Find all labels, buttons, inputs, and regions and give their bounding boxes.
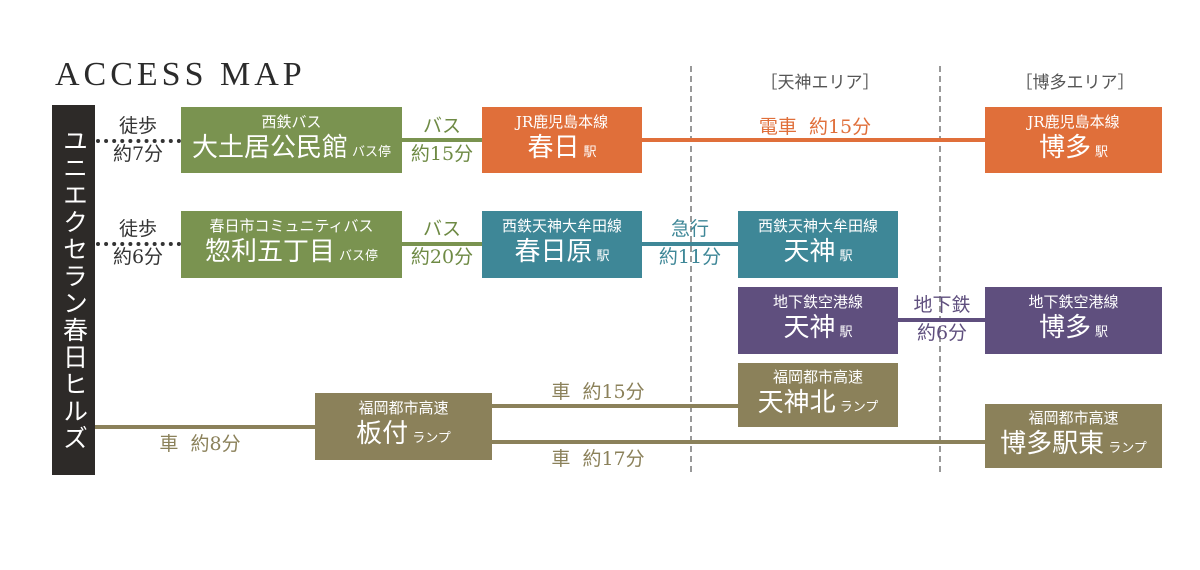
stop-name: 天神北 xyxy=(757,387,836,418)
line-name: 春日市コミュニティバス xyxy=(209,217,374,235)
stop-name: 春日 xyxy=(527,132,580,163)
car-label: 車 約15分 xyxy=(551,381,645,403)
mode: バス xyxy=(422,218,461,240)
bus-label: バス約20分 xyxy=(397,215,487,271)
station-souri: 春日市コミュニティバス 惣利五丁目バス停 xyxy=(181,211,402,278)
stop-name: 博多 xyxy=(1038,313,1091,343)
walk-label: 徒歩約7分 xyxy=(93,112,183,168)
stop-suffix: ランプ xyxy=(1108,440,1147,456)
mode: 徒歩 xyxy=(118,218,157,240)
line-name: 地下鉄空港線 xyxy=(1028,293,1119,311)
stop-name: 板付 xyxy=(356,419,409,449)
time: 約6分 xyxy=(916,322,968,344)
stop-suffix: バス停 xyxy=(339,249,379,264)
line-name: 西鉄天神大牟田線 xyxy=(757,217,878,235)
bus-line xyxy=(402,242,482,246)
stop-name: 天神 xyxy=(783,313,836,343)
time: 約15分 xyxy=(410,143,474,165)
line-name: 西鉄天神大牟田線 xyxy=(501,217,622,235)
stop-suffix: ランプ xyxy=(839,399,879,415)
mode: 地下鉄 xyxy=(913,294,971,316)
ramp-hakataekihigashi: 福岡都市高速 博多駅東ランプ xyxy=(985,404,1162,468)
stop-suffix: 駅 xyxy=(839,249,853,264)
walk-label: 徒歩約6分 xyxy=(93,215,183,271)
page-title: ACCESS MAP xyxy=(55,56,306,93)
station-ooidoi: 西鉄バス 大土居公民館バス停 xyxy=(181,107,402,173)
origin-property: ユニエクセラン春日ヒルズ xyxy=(52,105,95,475)
line-name: 福岡都市高速 xyxy=(772,367,863,386)
car-line xyxy=(492,404,738,408)
train-line xyxy=(642,138,985,142)
stop-suffix: 駅 xyxy=(839,325,853,340)
express-label: 急行約11分 xyxy=(645,215,735,271)
stop-suffix: 駅 xyxy=(1095,144,1109,160)
stop-name: 博多 xyxy=(1038,132,1091,163)
station-kasugabaru: 西鉄天神大牟田線 春日原駅 xyxy=(482,211,642,278)
car-label: 車 約8分 xyxy=(159,433,241,455)
car-line xyxy=(492,440,985,444)
bus-label: バス約15分 xyxy=(397,112,487,168)
walk-line xyxy=(96,242,181,246)
line-name: 西鉄バス xyxy=(261,112,322,131)
ramp-itazuke: 福岡都市高速 板付ランプ xyxy=(315,393,492,460)
stop-suffix: 駅 xyxy=(583,144,597,160)
stop-name: 博多駅東 xyxy=(1000,428,1105,459)
line-name: 福岡都市高速 xyxy=(358,399,449,417)
time: 約11分 xyxy=(658,246,722,268)
line-name: JR鹿児島本線 xyxy=(515,112,609,131)
subway-label: 地下鉄約6分 xyxy=(897,291,987,347)
walk-line xyxy=(96,139,181,143)
express-line xyxy=(642,242,738,246)
train-label: 電車 約15分 xyxy=(758,116,872,138)
station-hakata-subway: 地下鉄空港線 博多駅 xyxy=(985,287,1162,354)
station-kasuga: JR鹿児島本線 春日駅 xyxy=(482,107,642,173)
line-name: JR鹿児島本線 xyxy=(1027,112,1120,131)
stop-suffix: ランプ xyxy=(412,431,451,446)
line-name: 地下鉄空港線 xyxy=(772,293,863,311)
area-label-hakata: ［博多エリア］ xyxy=(1015,73,1135,93)
time: 約6分 xyxy=(112,246,164,268)
stop-suffix: 駅 xyxy=(1095,325,1109,340)
stop-suffix: 駅 xyxy=(596,249,610,264)
station-tenjin-subway: 地下鉄空港線 天神駅 xyxy=(738,287,898,354)
stop-suffix: バス停 xyxy=(352,144,392,160)
line-name: 福岡都市高速 xyxy=(1028,408,1119,427)
stop-name: 惣利五丁目 xyxy=(204,237,335,267)
stop-name: 大土居公民館 xyxy=(191,132,348,163)
time: 約7分 xyxy=(112,143,164,165)
area-divider xyxy=(690,66,692,472)
time: 約20分 xyxy=(410,246,474,268)
mode: 急行 xyxy=(670,218,709,240)
bus-line xyxy=(402,138,482,142)
station-hakata-jr: JR鹿児島本線 博多駅 xyxy=(985,107,1162,173)
mode: バス xyxy=(422,115,461,137)
stop-name: 春日原 xyxy=(514,237,593,267)
car-label: 車 約17分 xyxy=(551,448,645,470)
car-line xyxy=(95,425,315,429)
stop-name: 天神 xyxy=(783,237,836,267)
area-divider xyxy=(939,66,941,472)
area-label-tenjin: ［天神エリア］ xyxy=(760,73,880,93)
mode: 徒歩 xyxy=(118,115,157,137)
ramp-tenjinkita: 福岡都市高速 天神北ランプ xyxy=(738,363,898,427)
subway-line xyxy=(898,318,985,322)
station-tenjin-nishitetsu: 西鉄天神大牟田線 天神駅 xyxy=(738,211,898,278)
